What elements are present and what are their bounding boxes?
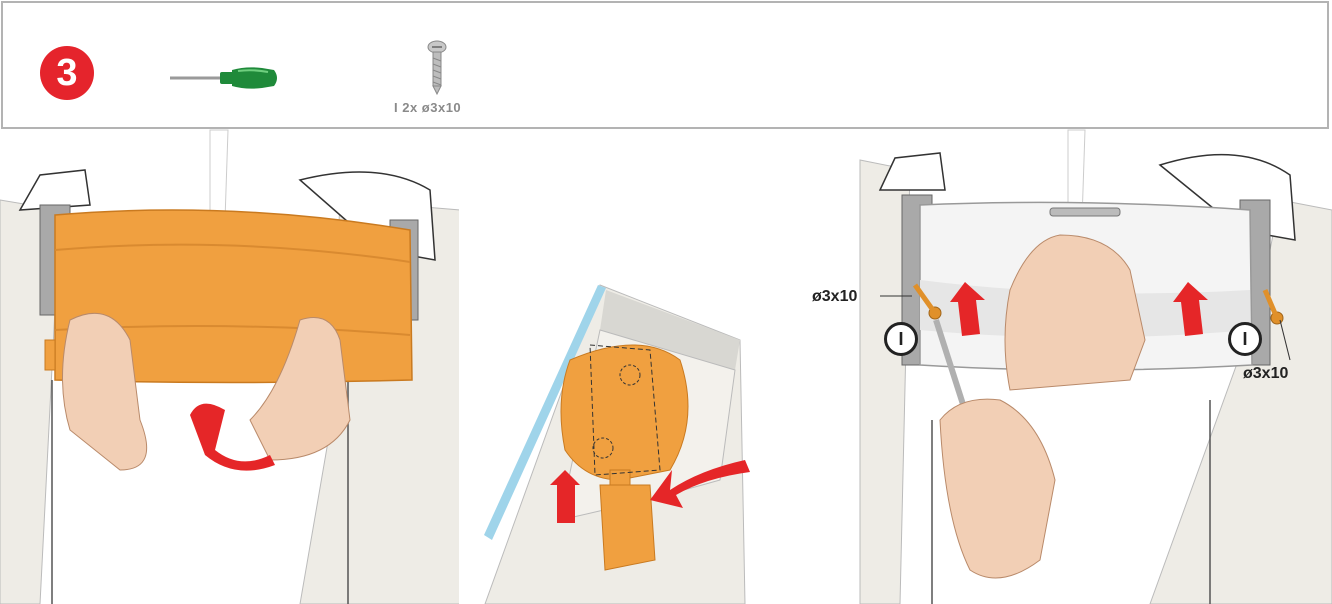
- screw-size-label-left: ø3x10: [812, 288, 857, 306]
- step-marker-right: I: [1228, 322, 1262, 356]
- panel-1-attach-cassette: [0, 130, 460, 604]
- screwdriver-icon: [170, 67, 277, 88]
- step-marker-left: I: [884, 322, 918, 356]
- screw-size-label-right: ø3x10: [1243, 365, 1288, 383]
- panel-2-clip-detail: [484, 285, 750, 604]
- screw-icon: [428, 41, 446, 94]
